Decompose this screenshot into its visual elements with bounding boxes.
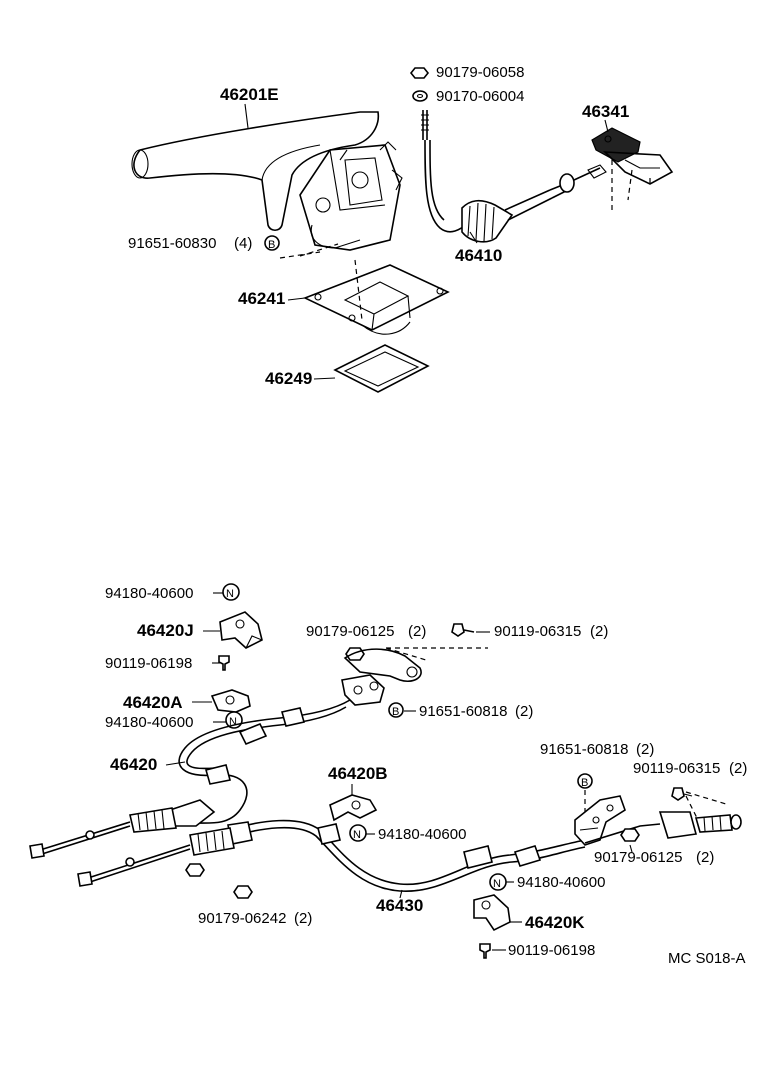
n-symbol-icon [222,583,240,601]
b-symbol-icon-2 [388,702,404,718]
cable-46430-label: 46430 [376,896,423,915]
clamp-46420A-group: 46420A 94180-40600 N [105,689,251,731]
equalizer-part-number: 46341 [582,102,629,121]
bolt-a-qty: (2) [590,623,608,640]
seal-part-number: 46249 [265,369,312,388]
bolt-91651-60818-upper: B 91651-60818 (2) [388,702,533,720]
clamp-46420B-group: 46420B N 94180-40600 [328,764,466,843]
nut-d-label: 90179-06125 [594,849,682,866]
lever-part-number: 46201E [220,85,279,104]
bolt-icon [218,655,230,671]
nut-90179-06125-upper: 90179-06125 (2) [306,623,426,661]
nut-90179-06242: 90179-06242 (2) [198,885,312,927]
boot-plate-part-number: 46241 [238,289,285,308]
bolt-91651-60830-callout: 91651-60830 (4) B [128,235,363,321]
nut-a-label: 90179-06125 [306,623,394,640]
clamp-46420B-nut-label: 94180-40600 [378,826,466,843]
bolt-90119-06315-upper: 90119-06315 (2) [385,623,608,661]
clamp-46420B-label: 46420B [328,764,388,783]
b-symbol-icon-3 [577,773,593,789]
rear-cable-46430 [77,819,586,892]
bolt-a-label: 90119-06315 [494,623,581,640]
parking-brake-lever-assembly [131,111,403,251]
clamp-46420J-group: 94180-40600 N 46420J 90119-06198 [105,583,263,672]
clamp-46420K-nut-label: 94180-40600 [517,874,605,891]
bolt-91651-60830-label: 91651-60830 [128,235,216,252]
cable-bracket-lower [574,795,626,846]
bolt-91651-60830-qty: (4) [234,235,252,252]
clamp-46420A-nut-label: 94180-40600 [105,714,193,731]
nut-c-label: 90179-06242 [198,910,286,927]
clamp-46420A-label: 46420A [123,693,183,712]
b-symbol-text: B [268,239,275,251]
front-cable-46410 [421,110,607,243]
n-symbol-text-4: N [493,878,501,890]
n-symbol-text-3: N [353,829,361,841]
clamp-46420J-label: 46420J [137,621,194,640]
equalizer-46341 [591,127,674,210]
boot-plate-46241 [302,264,450,335]
nut-90179-06058: 90179-06058 [409,64,524,81]
bolt-d-qty: (2) [729,760,747,777]
b-symbol-text-3: B [581,777,588,789]
nut-a-qty: (2) [408,623,426,640]
cable-end-right [584,811,742,844]
washer-90170-06004-label: 90170-06004 [436,88,524,105]
cable-bracket-upper [341,648,422,706]
clamp-46420J-nut-label: 94180-40600 [105,585,193,602]
b-symbol-text-2: B [392,706,399,718]
cable-46420-label: 46420 [110,755,157,774]
bolt-b-qty: (2) [515,703,533,720]
bolt-90119-06315-lower: 90119-06315 (2) [633,760,747,825]
clamp-46420K-bolt-label: 90119-06198 [508,942,595,959]
rear-cable-46420 [29,699,351,859]
seal-46249 [333,344,430,393]
nut-c-qty: (2) [294,910,312,927]
nut-90179-06058-label: 90179-06058 [436,64,524,81]
clamp-46420K-group: N 94180-40600 46420K 90119-06198 [473,873,605,959]
diagram-code: MC S018-A [668,950,746,967]
bolt-b-label: 91651-60818 [419,703,507,720]
bolt-d-label: 90119-06315 [633,760,720,777]
bolt-c-qty: (2) [636,741,654,758]
bolt-icon-2 [479,943,491,959]
clamp-46420J-bolt-label: 90119-06198 [105,655,192,672]
bolt-91651-60818-lower: 91651-60818 (2) B [540,741,654,815]
bolt-c-label: 91651-60818 [540,741,628,758]
b-symbol-icon [264,235,280,251]
n-symbol-text-2: N [229,716,237,728]
n-symbol-icon-3 [349,824,367,842]
clamp-46420K-label: 46420K [525,913,585,932]
front-cable-part-number: 46410 [455,246,502,265]
nut-icon [409,67,430,79]
nut-90179-06125-lower: 90179-06125 (2) [594,828,714,866]
nut-d-qty: (2) [696,849,714,866]
washer-90170-06004: 90170-06004 [412,88,524,105]
washer-icon [412,90,428,102]
n-symbol-text: N [226,588,234,600]
